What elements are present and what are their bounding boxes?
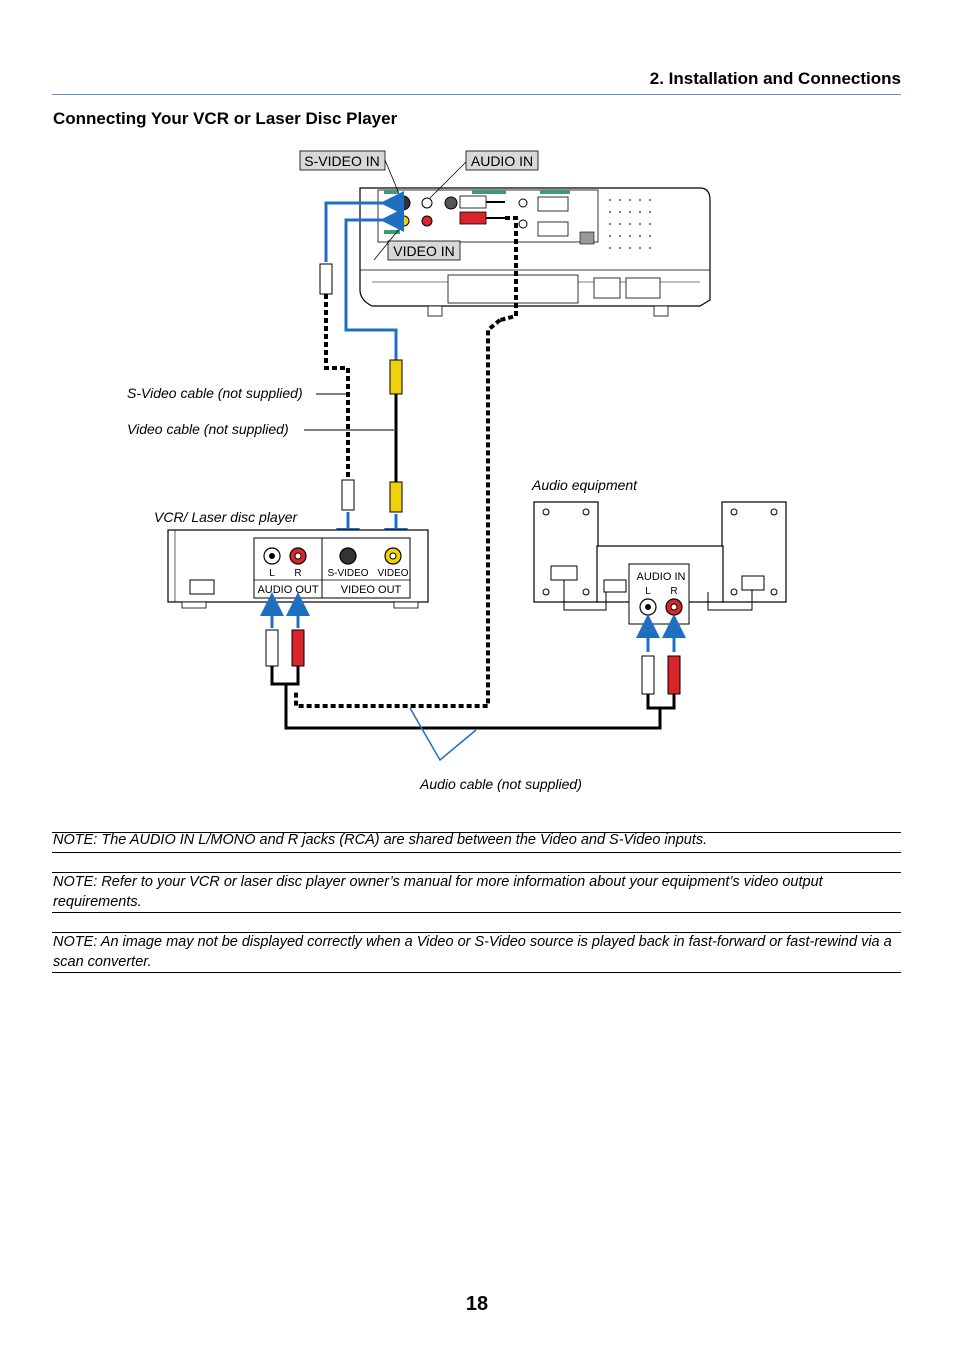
note-rule <box>52 832 901 833</box>
video-cable-label: Video cable (not supplied) <box>127 421 289 437</box>
callout-audio-in-text: AUDIO IN <box>471 153 533 169</box>
vent-grille <box>609 199 651 249</box>
vcr-right-label: R <box>294 568 301 579</box>
note-rule <box>52 872 901 873</box>
panel-green-tab <box>384 190 398 194</box>
note-1: NOTE: The AUDIO IN L/MONO and R jacks (R… <box>53 832 708 848</box>
vcr-s-video-label: S-VIDEO <box>327 568 368 579</box>
vcr-video-label: VIDEO <box>377 568 408 579</box>
video-port <box>398 215 410 227</box>
vcr-device: VCR/ Laser disc player L R S-VIDEO VIDEO… <box>154 509 429 609</box>
s-video-cable-label: S-Video cable (not supplied) <box>127 385 303 401</box>
connection-diagram: S-VIDEO IN AUDIO IN VIDEO IN S-Video cab… <box>127 150 787 792</box>
callout-video-in-text: VIDEO IN <box>393 243 454 259</box>
note-2: NOTE: Refer to your VCR or laser disc pl… <box>53 874 823 910</box>
note-3: NOTE: An image may not be displayed corr… <box>53 934 892 970</box>
audio-panel-right-label: R <box>670 586 677 597</box>
power-switch <box>593 277 621 299</box>
section-title: Connecting Your VCR or Laser Disc Player <box>53 109 398 128</box>
vcr-video-out-label: VIDEO OUT <box>341 584 402 596</box>
s-video-port <box>395 195 411 211</box>
vcr-audio-out-label: AUDIO OUT <box>257 584 318 596</box>
note-rule <box>52 972 901 973</box>
vcr-label: VCR/ Laser disc player <box>154 509 299 525</box>
audio-equipment: Audio equipment AUDIO IN L R <box>531 477 787 625</box>
callout-s-video-in: S-VIDEO IN <box>299 150 401 197</box>
note-rule <box>52 912 901 913</box>
callout-video-in: VIDEO IN <box>373 227 461 261</box>
note-rule <box>52 852 901 853</box>
header-rule <box>52 94 901 95</box>
page-number: 18 <box>465 1293 489 1315</box>
callout-s-video-in-text: S-VIDEO IN <box>304 153 379 169</box>
ac-inlet <box>625 277 661 299</box>
chapter-title: 2. Installation and Connections <box>649 69 901 88</box>
callout-audio-in: AUDIO IN <box>429 150 539 199</box>
audio-panel-audio-in-label: AUDIO IN <box>637 571 686 583</box>
note-rule <box>52 932 901 933</box>
audio-panel-left-label: L <box>645 586 651 597</box>
audio-equipment-label: Audio equipment <box>531 477 638 493</box>
audio-cable-label: Audio cable (not supplied) <box>419 776 582 792</box>
vcr-left-label: L <box>269 568 275 579</box>
